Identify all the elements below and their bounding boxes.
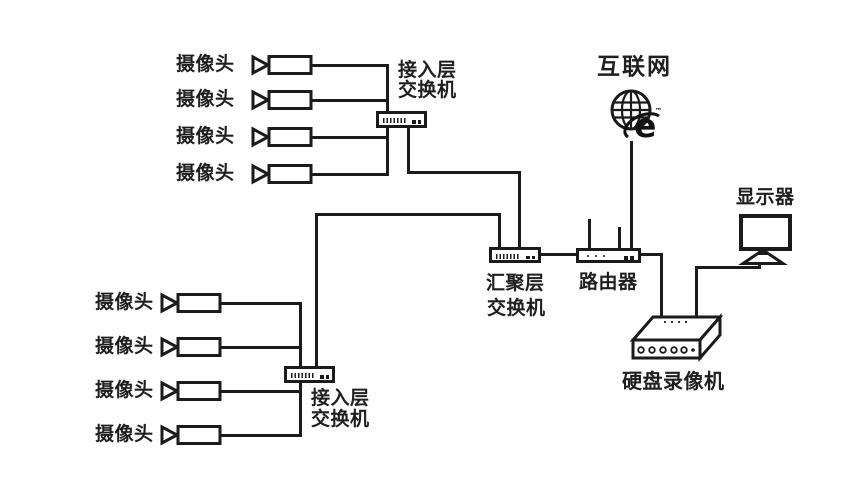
connection-line <box>299 382 302 437</box>
router-icon <box>576 248 641 263</box>
router-label: 路由器 <box>579 271 638 293</box>
connection-line <box>386 64 389 112</box>
access-switch-bottom-label-2: 交换机 <box>311 408 370 430</box>
connection-line <box>315 213 318 367</box>
internet-label: 互联网 <box>597 54 672 80</box>
access-switch-top-label-1: 接入层 <box>398 59 457 81</box>
router-antenna <box>618 227 621 249</box>
connection-line <box>639 253 663 256</box>
camera-icon <box>251 54 313 76</box>
router-antenna <box>588 219 591 249</box>
camera-icon <box>160 292 222 314</box>
camera-icon <box>251 89 313 111</box>
globe-ie-icon: e ™ <box>610 89 662 145</box>
camera-label: 摄像头 <box>176 88 235 110</box>
aggregation-switch-icon <box>489 247 541 263</box>
connection-line <box>695 266 698 320</box>
monitor-label: 显示器 <box>736 186 795 208</box>
access-switch-bottom-label-1: 接入层 <box>311 387 370 409</box>
camera-icon <box>160 336 222 358</box>
monitor-stand-icon <box>738 248 788 265</box>
connection-line <box>539 253 577 256</box>
aggregation-switch-label-1: 汇聚层 <box>486 272 545 294</box>
connection-line <box>315 213 501 216</box>
connection-line <box>407 171 521 174</box>
camera-label: 摄像头 <box>176 125 235 147</box>
camera-label: 摄像头 <box>95 379 154 401</box>
connection-line <box>660 253 663 322</box>
connection-line <box>220 390 302 393</box>
camera-label: 摄像头 <box>95 335 154 357</box>
connection-line <box>518 171 521 248</box>
camera-icon <box>251 126 313 148</box>
connection-line <box>630 141 633 249</box>
connection-line <box>386 127 389 176</box>
camera-label: 摄像头 <box>176 162 235 184</box>
connection-line <box>407 127 410 174</box>
connection-line <box>695 266 761 269</box>
connection-line <box>299 302 302 367</box>
connection-line <box>311 64 389 67</box>
switch-ports <box>291 373 315 378</box>
access-switch-bottom-icon <box>284 366 335 383</box>
aggregation-switch-label-2: 交换机 <box>487 297 546 319</box>
monitor-icon <box>739 214 792 251</box>
camera-icon <box>251 163 313 185</box>
camera-icon <box>160 424 222 446</box>
access-switch-top-icon <box>376 111 427 128</box>
switch-ports <box>383 118 407 123</box>
dvr-label: 硬盘录像机 <box>622 369 725 393</box>
connection-line <box>220 346 302 349</box>
access-switch-top-label-2: 交换机 <box>398 79 457 101</box>
camera-label: 摄像头 <box>95 291 154 313</box>
switch-ports <box>496 253 520 259</box>
camera-label: 摄像头 <box>176 53 235 75</box>
dvr-icon <box>629 312 724 363</box>
connection-line <box>311 99 389 102</box>
svg-text:e: e <box>634 106 656 145</box>
connection-line <box>311 136 389 139</box>
connection-line <box>220 302 302 305</box>
connection-line <box>311 173 389 176</box>
connection-line <box>220 434 302 437</box>
connection-line <box>498 213 501 248</box>
camera-icon <box>160 380 222 402</box>
svg-text:™: ™ <box>655 107 662 115</box>
camera-label: 摄像头 <box>95 423 154 445</box>
